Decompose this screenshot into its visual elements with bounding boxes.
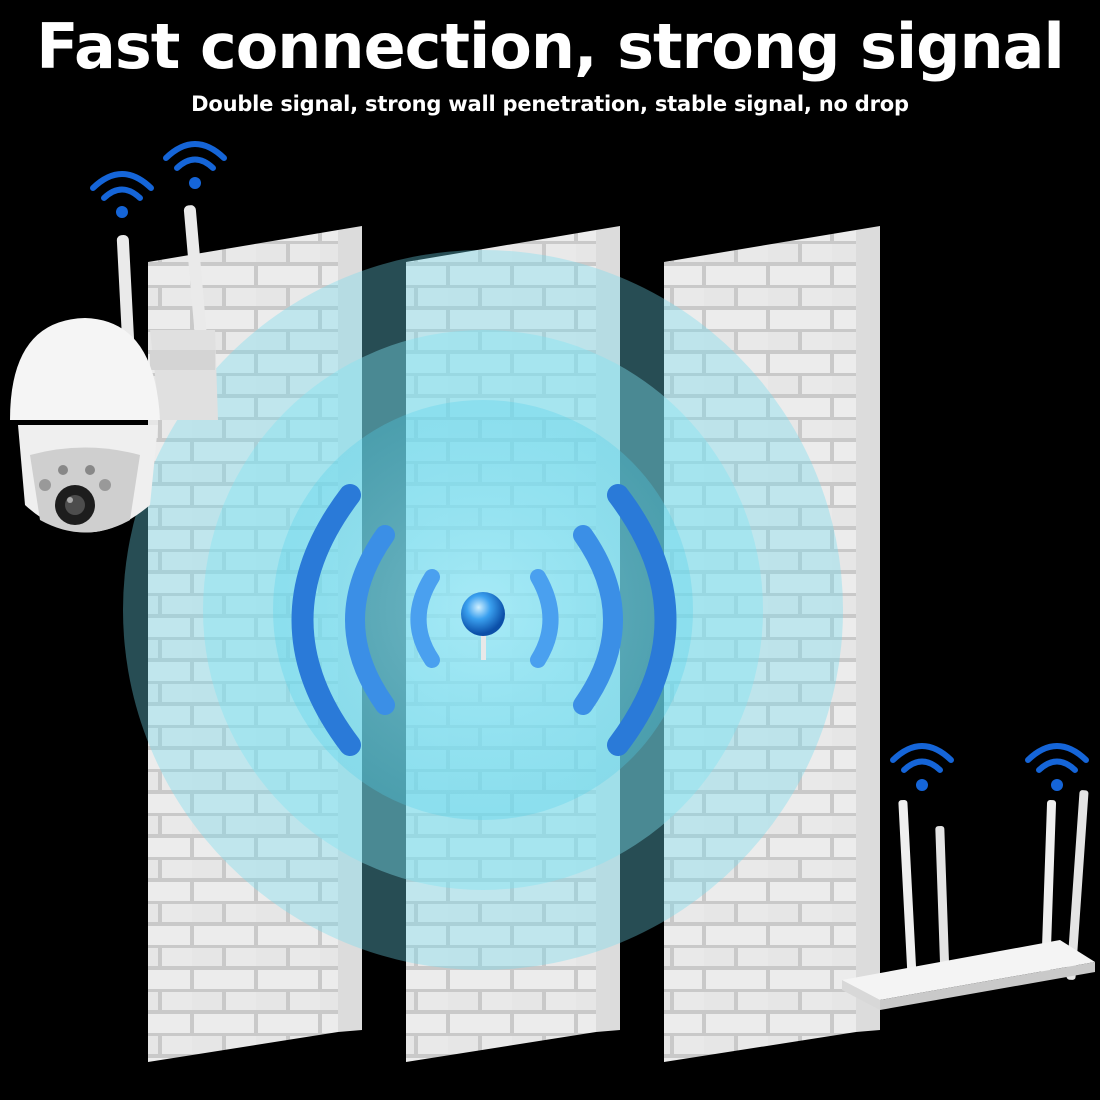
router-wifi-icon — [1025, 743, 1089, 791]
router-wifi-icon — [890, 743, 954, 791]
wifi-router — [842, 790, 1095, 1010]
subheadline: Double signal, strong wall penetration, … — [191, 92, 909, 116]
camera-wifi-icon — [90, 171, 154, 218]
camera-wifi-icon — [163, 141, 227, 189]
security-camera — [10, 205, 218, 533]
wall-right — [664, 226, 880, 1062]
signal-waves — [291, 484, 677, 756]
signal-source-icon — [461, 592, 505, 660]
headline: Fast connection, strong signal — [36, 10, 1064, 83]
